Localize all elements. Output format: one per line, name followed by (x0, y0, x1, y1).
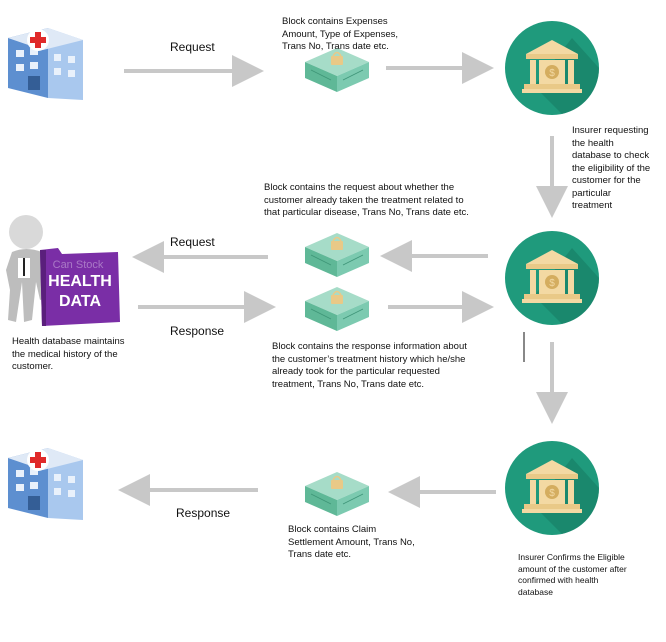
watermark-text: Can Stock (53, 259, 104, 271)
insurer-request-note: Insurer requesting the health database t… (572, 125, 651, 211)
health-data-folder: HEALTH DATA Can Stock (40, 248, 120, 326)
bank-icon (505, 441, 600, 535)
label-request-top: Request (170, 40, 215, 54)
label-response-bottom: Response (176, 506, 231, 520)
label-response-mid: Response (170, 324, 225, 338)
block3-description: Block contains the response information … (272, 341, 467, 390)
insurer-confirm-note: Insurer Confirms the Eligible amount of … (518, 552, 627, 597)
folder-title-line2: DATA (59, 293, 102, 310)
hospital-icon (8, 28, 83, 100)
bank-icon (505, 21, 600, 115)
block2-description: Block contains the request about whether… (264, 182, 469, 218)
block1-description: Block contains Expenses Amount, Type of … (282, 16, 399, 52)
person-icon (6, 215, 46, 322)
bank-icon (505, 231, 600, 325)
folder-title-line1: HEALTH (48, 273, 112, 290)
block-icon (304, 232, 370, 278)
block4-description: Block contains Claim Settlement Amount, … (288, 524, 415, 560)
hospital-icon (8, 448, 83, 520)
block-icon (304, 471, 370, 517)
block-icon (304, 286, 370, 332)
label-request-mid: Request (170, 235, 215, 249)
health-db-note: Health database maintains the medical hi… (12, 336, 125, 372)
block-icon (304, 47, 370, 93)
